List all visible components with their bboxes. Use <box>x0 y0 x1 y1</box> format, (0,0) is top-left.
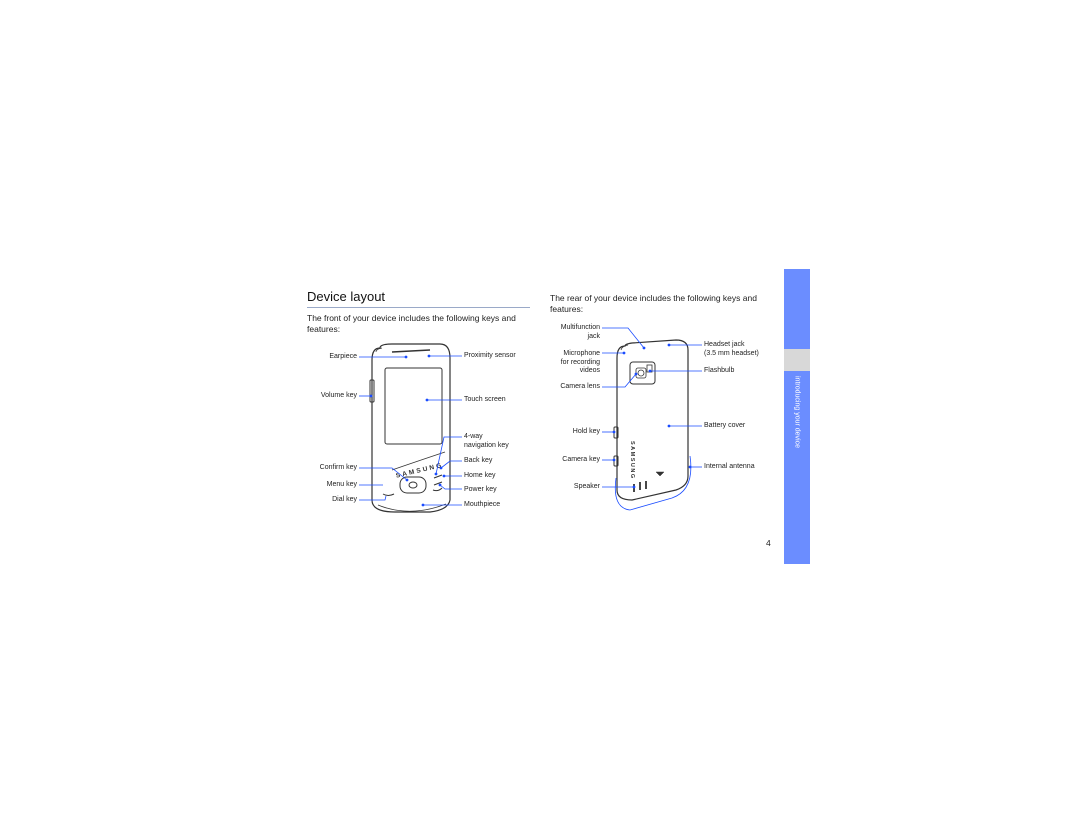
label-headset-line-1: Headset jack <box>704 341 745 348</box>
rear-callout-dots <box>612 343 692 489</box>
rear-intro-line-2: features: <box>550 304 584 314</box>
rear-brand-logo: SAMSUNG <box>629 441 635 480</box>
antenna-outline <box>614 455 692 511</box>
front-intro-line-2: features: <box>307 324 341 334</box>
front-intro-line-1: The front of your device includes the fo… <box>307 313 516 323</box>
front-callout-dots <box>369 354 446 507</box>
label-camera-key: Camera key <box>562 456 600 463</box>
label-microphone-line-1: Microphone <box>563 350 600 357</box>
page-title: Device layout <box>307 289 386 304</box>
label-microphone-line-2: for recording <box>560 358 600 366</box>
label-headset-jack: Headset jack (3.5 mm headset) <box>704 341 759 358</box>
front-phone-illustration <box>369 343 451 513</box>
chapter-tab-label: introducing your device <box>793 376 801 448</box>
label-mouthpiece: Mouthpiece <box>464 501 501 508</box>
rear-intro: The rear of your device includes the fol… <box>550 293 757 315</box>
rear-intro-line-1: The rear of your device includes the fol… <box>550 293 757 303</box>
label-speaker: Speaker <box>573 483 600 490</box>
chapter-side-tab <box>784 269 810 564</box>
label-dial-key: Dial key <box>332 496 357 503</box>
label-navigation-key-line-2: navigation key <box>464 441 509 449</box>
label-camera-lens: Camera lens <box>560 383 600 390</box>
label-multifunction-line-2: jack <box>587 332 600 340</box>
label-touch-screen: Touch screen <box>464 396 506 403</box>
label-microphone: Microphone for recording videos <box>561 350 600 376</box>
label-menu-key: Menu key <box>326 481 357 488</box>
label-earpiece: Earpiece <box>329 353 357 360</box>
title-divider <box>307 307 530 308</box>
label-back-key: Back key <box>464 457 493 464</box>
front-intro: The front of your device includes the fo… <box>307 313 516 335</box>
label-proximity-sensor: Proximity sensor <box>464 352 516 359</box>
rear-phone-illustration <box>613 339 689 501</box>
label-hold-key: Hold key <box>572 428 600 435</box>
front-callouts <box>359 355 462 506</box>
rear-callouts <box>602 327 702 488</box>
side-tab-marker <box>784 349 810 371</box>
label-multifunction-line-1: Multifunction <box>560 324 600 331</box>
label-volume-key: Volume key <box>320 392 357 399</box>
label-microphone-line-3: videos <box>579 367 600 374</box>
label-internal-antenna: Internal antenna <box>704 463 755 470</box>
page-number: 4 <box>766 538 771 548</box>
label-battery-cover: Battery cover <box>704 422 746 429</box>
label-navigation-key-line-1: 4-way <box>464 433 483 440</box>
label-navigation-key: 4-way navigation key <box>464 433 509 450</box>
label-power-key: Power key <box>464 486 497 493</box>
label-home-key: Home key <box>464 472 496 479</box>
label-multifunction-jack: Multifunction jack <box>561 324 600 341</box>
label-headset-line-2: (3.5 mm headset) <box>704 349 759 357</box>
label-confirm-key: Confirm key <box>319 464 357 471</box>
label-flashbulb: Flashbulb <box>704 367 735 374</box>
